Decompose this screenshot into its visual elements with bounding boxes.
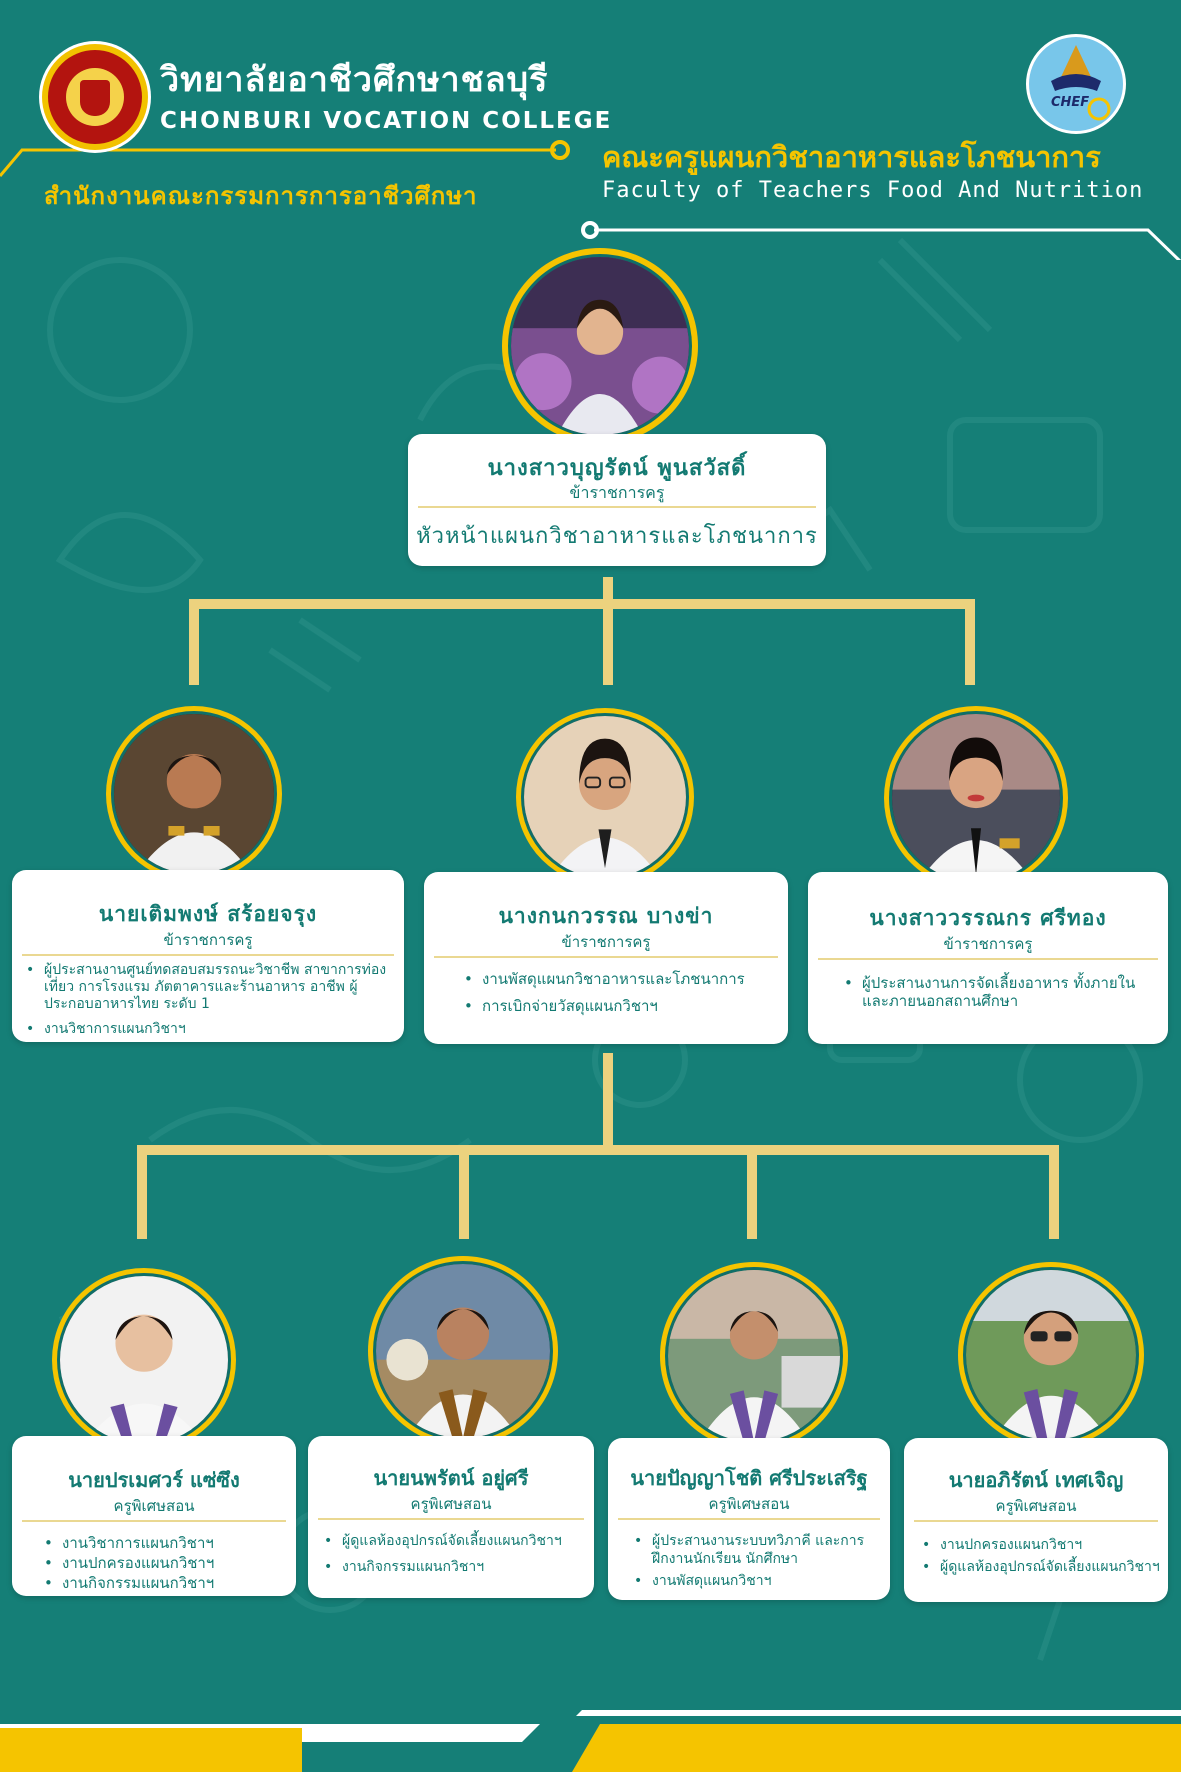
duty-item: งานปกครองแผนกวิชาฯ [918, 1536, 1168, 1554]
ornament-divider [318, 1514, 584, 1524]
staff-photo [660, 1262, 848, 1450]
staff-duties-list: ผู้ดูแลห้องอุปกรณ์จัดเลี้ยงแผนกวิชาฯ งาน… [320, 1532, 590, 1576]
staff-name: นายนพรัตน์ อยู่ศรี [373, 1466, 529, 1490]
staff-photo [368, 1256, 558, 1446]
college-name-thai: วิทยาลัยอาชีวศึกษาชลบุรี [160, 60, 549, 100]
ornament-divider [914, 1516, 1158, 1526]
college-name-english: CHONBURI VOCATION COLLEGE [160, 108, 613, 134]
staff-card: นายปรเมศวร์ แซ่ซึง ครูพิเศษสอน งานวิชากา… [12, 1436, 296, 1596]
ornament-divider [818, 954, 1158, 964]
head-name: นางสาวบุญรัตน์ พูนสวัสดิ์ [487, 456, 747, 481]
footer-bars [0, 1710, 1181, 1772]
staff-role: ข้าราชการครู [163, 931, 253, 949]
header-lines [0, 140, 1181, 260]
faculty-name-english: Faculty of Teachers Food And Nutrition [602, 178, 1144, 203]
ornament-divider [434, 952, 778, 962]
staff-photo [52, 1268, 236, 1452]
duty-item: งานพัสดุแผนกวิชาอาหารและโภชนาการ [460, 970, 780, 988]
staff-duties-list: งานพัสดุแผนกวิชาอาหารและโภชนาการ การเบิก… [460, 970, 780, 1015]
office-name-thai: สำนักงานคณะกรรมการการอาชีวศึกษา [44, 182, 478, 210]
staff-card: นายนพรัตน์ อยู่ศรี ครูพิเศษสอน ผู้ดูแลห้… [308, 1436, 594, 1598]
duty-item: งานปกครองแผนกวิชาฯ [40, 1554, 290, 1573]
head-photo [502, 248, 698, 444]
faculty-name-thai: คณะครูแผนกวิชาอาหารและโภชนาการ [602, 140, 1101, 174]
staff-name: นายปัญญาโชติ ศรีประเสริฐ [630, 1466, 868, 1490]
staff-card: นางสาววรรณกร ศรีทอง ข้าราชการครู ผู้ประส… [808, 872, 1168, 1044]
chef-logo-icon: CHEF [1026, 34, 1126, 134]
staff-photo [516, 708, 694, 886]
ornament-divider [618, 1514, 880, 1524]
duty-item: ผู้ประสานงานระบบทวิภาคี และการฝึกงานนักเ… [630, 1532, 870, 1568]
staff-name: นางกนกวรรณ บางข่า [498, 904, 714, 928]
ornament-divider [22, 950, 394, 960]
ornament-divider [22, 1516, 286, 1526]
staff-name: นางสาววรรณกร ศรีทอง [869, 906, 1107, 930]
duty-item: งานกิจกรรมแผนกวิชาฯ [40, 1574, 290, 1593]
staff-photo [884, 706, 1068, 890]
head-card: นางสาวบุญรัตน์ พูนสวัสดิ์ ข้าราชการครู ห… [408, 434, 826, 566]
staff-name: นายปรเมศวร์ แซ่ซึง [68, 1468, 240, 1492]
ornament-divider [418, 502, 816, 512]
staff-photo [106, 706, 282, 882]
staff-card: นายปัญญาโชติ ศรีประเสริฐ ครูพิเศษสอน ผู้… [608, 1438, 890, 1600]
duty-item: การเบิกจ่ายวัสดุแผนกวิชาฯ [460, 997, 780, 1015]
staff-role: ครูพิเศษสอน [995, 1497, 1077, 1515]
staff-role: ครูพิเศษสอน [410, 1495, 492, 1513]
head-role: ข้าราชการครู [569, 483, 665, 502]
staff-duties-list: ผู้ประสานงานการจัดเลี้ยงอาหาร ทั้งภายในแ… [840, 974, 1150, 1010]
staff-name: นายอภิรัตน์ เทศเจิญ [948, 1468, 1124, 1492]
duty-item: ผู้ดูแลห้องอุปกรณ์จัดเลี้ยงแผนกวิชาฯ [918, 1558, 1168, 1576]
duty-item: งานวิชาการแผนกวิชาฯ [22, 1021, 402, 1038]
chef-logo-text: CHEF [1051, 95, 1090, 110]
staff-card: นางกนกวรรณ บางข่า ข้าราชการครู งานพัสดุแ… [424, 872, 788, 1044]
staff-duties-list: งานปกครองแผนกวิชาฯ ผู้ดูแลห้องอุปกรณ์จัด… [918, 1536, 1168, 1576]
vocational-seal-icon [42, 44, 148, 150]
staff-photo [958, 1262, 1144, 1448]
staff-duties-list: ผู้ประสานงานศูนย์ทดสอบสมรรถนะวิชาชีพ สาข… [22, 962, 402, 1038]
duty-item: ผู้ประสานงานศูนย์ทดสอบสมรรถนะวิชาชีพ สาข… [22, 962, 402, 1013]
staff-role: ข้าราชการครู [561, 933, 651, 951]
duty-item: งานกิจกรรมแผนกวิชาฯ [320, 1558, 590, 1576]
duty-item: ผู้ดูแลห้องอุปกรณ์จัดเลี้ยงแผนกวิชาฯ [320, 1532, 590, 1550]
staff-role: ครูพิเศษสอน [113, 1497, 195, 1515]
staff-role: ครูพิเศษสอน [708, 1495, 790, 1513]
staff-role: ข้าราชการครู [943, 935, 1033, 953]
duty-item: งานวิชาการแผนกวิชาฯ [40, 1534, 290, 1553]
staff-card: นายเติมพงษ์ สร้อยจรุง ข้าราชการครู ผู้ปร… [12, 870, 404, 1042]
head-position: หัวหน้าแผนกวิชาอาหารและโภชนาการ [416, 524, 818, 549]
duty-item: ผู้ประสานงานการจัดเลี้ยงอาหาร ทั้งภายในแ… [840, 974, 1150, 1010]
staff-duties-list: งานวิชาการแผนกวิชาฯ งานปกครองแผนกวิชาฯ ง… [40, 1534, 290, 1593]
staff-duties-list: ผู้ประสานงานระบบทวิภาคี และการฝึกงานนักเ… [630, 1532, 870, 1590]
staff-name: นายเติมพงษ์ สร้อยจรุง [98, 902, 318, 926]
staff-card: นายอภิรัตน์ เทศเจิญ ครูพิเศษสอน งานปกครอ… [904, 1438, 1168, 1602]
duty-item: งานพัสดุแผนกวิชาฯ [630, 1572, 870, 1590]
